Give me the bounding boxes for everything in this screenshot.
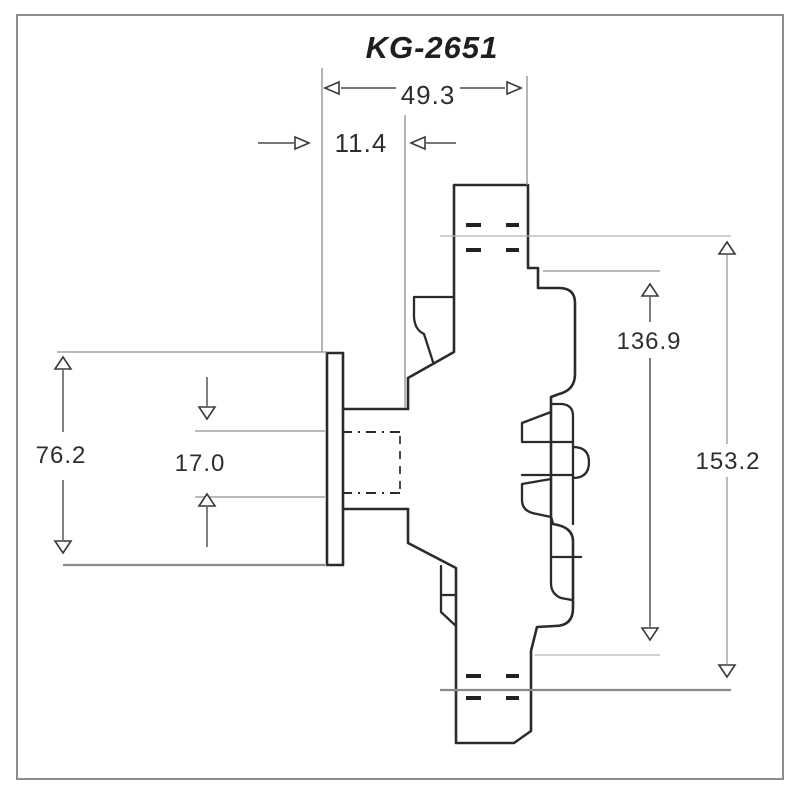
part-cross-section <box>325 183 591 745</box>
part-outline <box>406 183 577 745</box>
arrow-up-icon <box>53 355 73 370</box>
inner-curve <box>549 515 574 602</box>
drawing-border <box>16 14 784 780</box>
dimension-left-outer-height: 76.2 <box>36 351 327 567</box>
lower-left-tab <box>520 477 553 519</box>
dimension-right-outer-height: 153.2 <box>440 235 760 692</box>
dimension-label: 49.3 <box>401 80 456 110</box>
upper-right-tab <box>549 402 575 444</box>
arrow-up-icon <box>640 282 660 297</box>
arrow-down-icon <box>640 627 660 642</box>
dimension-top-width: 49.3 <box>321 68 528 352</box>
dimension-label: 17.0 <box>175 450 226 477</box>
round-bump <box>571 445 591 480</box>
arrow-right-icon <box>506 80 524 96</box>
arrow-right-icon <box>294 135 312 151</box>
hub-barrel <box>341 407 410 511</box>
lower-left-notch <box>439 564 458 628</box>
dimension-label: 136.9 <box>616 328 681 355</box>
arrow-left-icon <box>408 135 426 151</box>
right-spine-detail <box>520 402 591 602</box>
upper-left-tab <box>520 410 553 443</box>
flange <box>325 351 345 567</box>
dimension-inner-offset: 11.4 <box>258 115 456 408</box>
dimension-label: 76.2 <box>36 442 87 469</box>
arrow-down-icon <box>197 406 217 421</box>
dimension-label: 153.2 <box>695 448 760 475</box>
spine-cross-lines <box>520 440 575 477</box>
arrow-left-icon <box>322 80 340 96</box>
arrow-up-icon <box>197 492 217 507</box>
hidden-feature-dashes <box>466 223 519 700</box>
arrow-down-icon <box>717 664 737 679</box>
dimension-left-inner-height: 17.0 <box>175 377 325 547</box>
drawing-title: KG-2651 <box>366 30 499 65</box>
upper-left-notch <box>412 295 456 364</box>
arrow-up-icon <box>717 240 737 255</box>
dimension-label: 11.4 <box>335 128 388 158</box>
hub-hidden-lines <box>342 431 403 494</box>
dimension-right-inner-height: 136.9 <box>535 270 681 656</box>
arrow-down-icon <box>53 540 73 555</box>
